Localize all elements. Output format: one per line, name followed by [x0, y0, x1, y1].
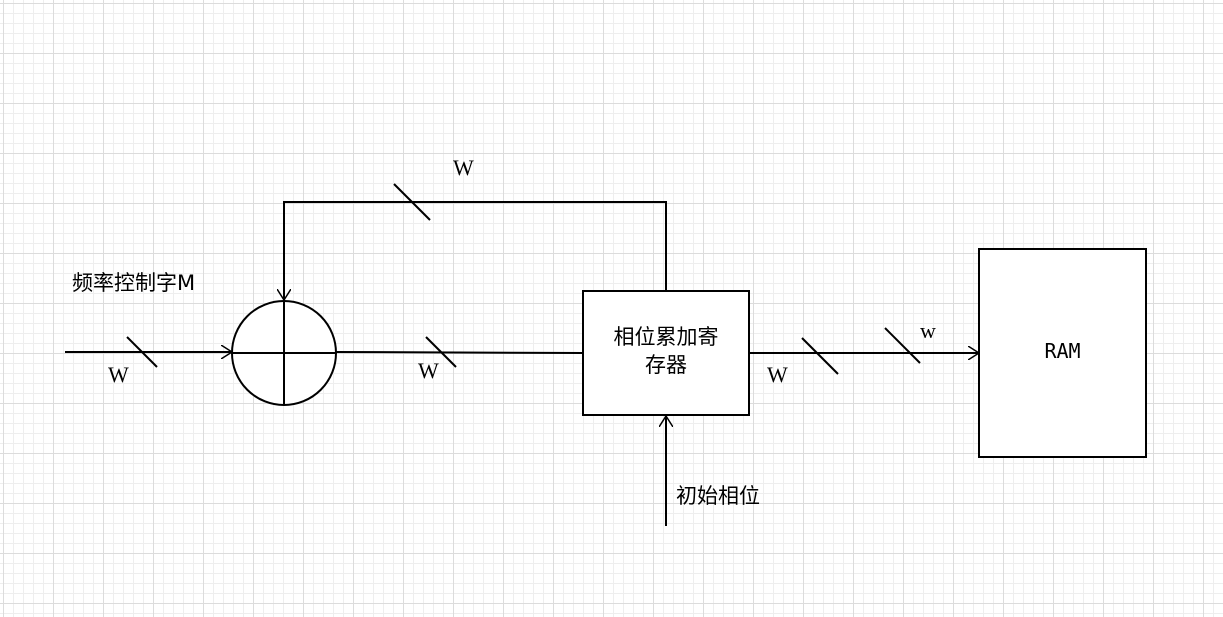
- phase-accumulator-label-line1: 相位累加寄: [613, 325, 719, 349]
- bus-slash-acc-out: [801, 337, 839, 375]
- bus-slash-adder-out: [425, 336, 457, 368]
- bus-slash-ram-in: [884, 327, 921, 364]
- w-input-label: W: [108, 362, 129, 387]
- adder-output-line: [335, 351, 584, 354]
- freq-control-word-label: 频率控制字M: [72, 271, 196, 295]
- bus-slash-input: [126, 336, 158, 368]
- w-adder-out-label: W: [418, 358, 439, 383]
- w-feedback-label: W: [453, 155, 474, 180]
- phase-accumulator-label: 相位累加寄 存器: [583, 323, 749, 380]
- ram-box: [978, 248, 1147, 458]
- phase-accumulator-label-line2: 存器: [645, 353, 687, 378]
- initial-phase-label: 初始相位: [676, 484, 760, 508]
- feedback-line: [284, 201, 667, 300]
- bus-slash-feedback: [393, 183, 431, 221]
- w-acc-out-label: W: [767, 362, 788, 387]
- ram-label: RAM: [1044, 339, 1081, 363]
- w-ram-in-label: w: [920, 318, 936, 343]
